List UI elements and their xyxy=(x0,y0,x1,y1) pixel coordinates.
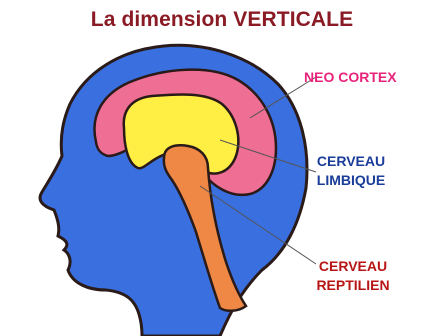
neo-cortex-leader-line xyxy=(249,76,317,119)
reptilien-label-line1: CERVEAU xyxy=(318,258,388,274)
limbique-label-line1: CERVEAU xyxy=(316,153,386,169)
limbique-label: CERVEAU LIMBIQUE xyxy=(296,152,406,190)
reptilien-leader-line xyxy=(199,185,317,265)
limbique-leader-line xyxy=(219,139,317,173)
neo-cortex-label: NEO CORTEX xyxy=(304,68,397,87)
neo-cortex-label-text: NEO CORTEX xyxy=(304,69,397,85)
limbique-region xyxy=(122,93,240,175)
reptilien-region xyxy=(162,144,248,312)
reptilien-label: CERVEAU REPTILIEN xyxy=(298,257,408,295)
reptilien-label-line2: REPTILIEN xyxy=(316,277,390,293)
diagram-title: La dimension VERTICALE xyxy=(90,8,354,31)
limbique-label-line2: LIMBIQUE xyxy=(316,172,386,188)
